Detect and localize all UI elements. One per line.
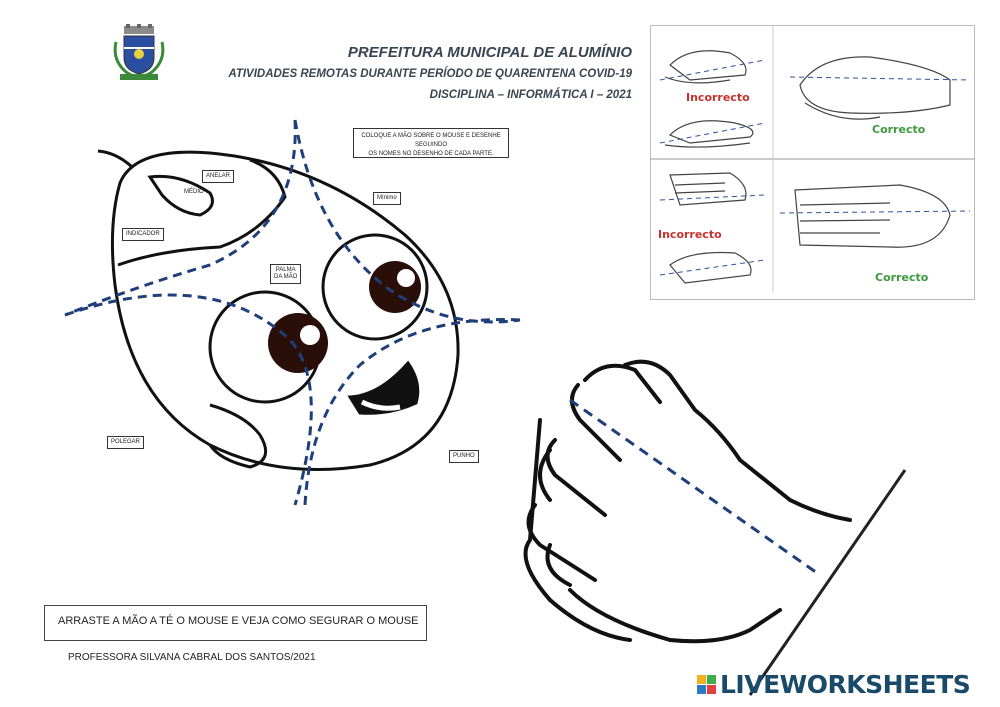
instruction-line1: COLOQUE A MÃO SOBRE O MOUSE E DESENHE SE… bbox=[361, 133, 501, 148]
discipline-subtitle: DISCIPLINA – INFORMÁTICA I – 2021 bbox=[429, 89, 632, 101]
label-polegar: POLEGAR bbox=[107, 436, 145, 449]
drag-instruction-box: ARRASTE A MÃO A TÉ O MOUSE E VEJA COMO S… bbox=[44, 605, 427, 641]
municipality-title: PREFEITURA MUNICIPAL DE ALUMÍNIO bbox=[347, 44, 632, 61]
drag-instruction-text: ARRASTE A MÃO A TÉ O MOUSE E VEJA COMO S… bbox=[58, 615, 419, 627]
label-indicador: INDICADOR bbox=[122, 228, 164, 241]
hand-drawing[interactable] bbox=[510, 340, 910, 700]
correct-label-bottom: Correcto bbox=[875, 271, 929, 284]
teacher-credit: PROFESSORA SILVANA CABRAL DOS SANTOS/202… bbox=[68, 652, 316, 663]
correct-label-top: Correcto bbox=[872, 123, 926, 136]
liveworksheets-logo-text: LIVEWORKSHEETS bbox=[720, 670, 971, 699]
label-minimo: Mínimo bbox=[373, 192, 401, 205]
instruction-line2: OS NOMES NO DESENHO DE CADA PARTE. bbox=[368, 151, 494, 157]
activity-subtitle: ATIVIDADES REMOTAS DURANTE PERÍODO DE QU… bbox=[228, 68, 632, 80]
label-anelar: ANELAR bbox=[202, 170, 235, 183]
incorrect-label-bottom: Incorrecto bbox=[658, 228, 722, 241]
incorrect-label-top: Incorrecto bbox=[686, 91, 750, 104]
grip-examples-panel: Incorrecto Correcto Incorrecto Correcto bbox=[650, 25, 975, 300]
label-palma-line1: PALMA bbox=[275, 267, 296, 273]
liveworksheets-logo-icon bbox=[697, 675, 716, 694]
instruction-box: COLOQUE A MÃO SOBRE O MOUSE E DESENHE SE… bbox=[353, 128, 509, 158]
label-medio: MÉDIO bbox=[184, 189, 204, 195]
label-palma-line2: DA MÃO bbox=[274, 274, 298, 280]
label-palma: PALMA DA MÃO bbox=[270, 264, 302, 284]
coat-of-arms-icon bbox=[113, 24, 165, 80]
liveworksheets-logo: LIVEWORKSHEETS bbox=[697, 670, 971, 699]
mouse-drawing bbox=[64, 119, 521, 506]
label-punho: PUNHO bbox=[449, 450, 479, 463]
